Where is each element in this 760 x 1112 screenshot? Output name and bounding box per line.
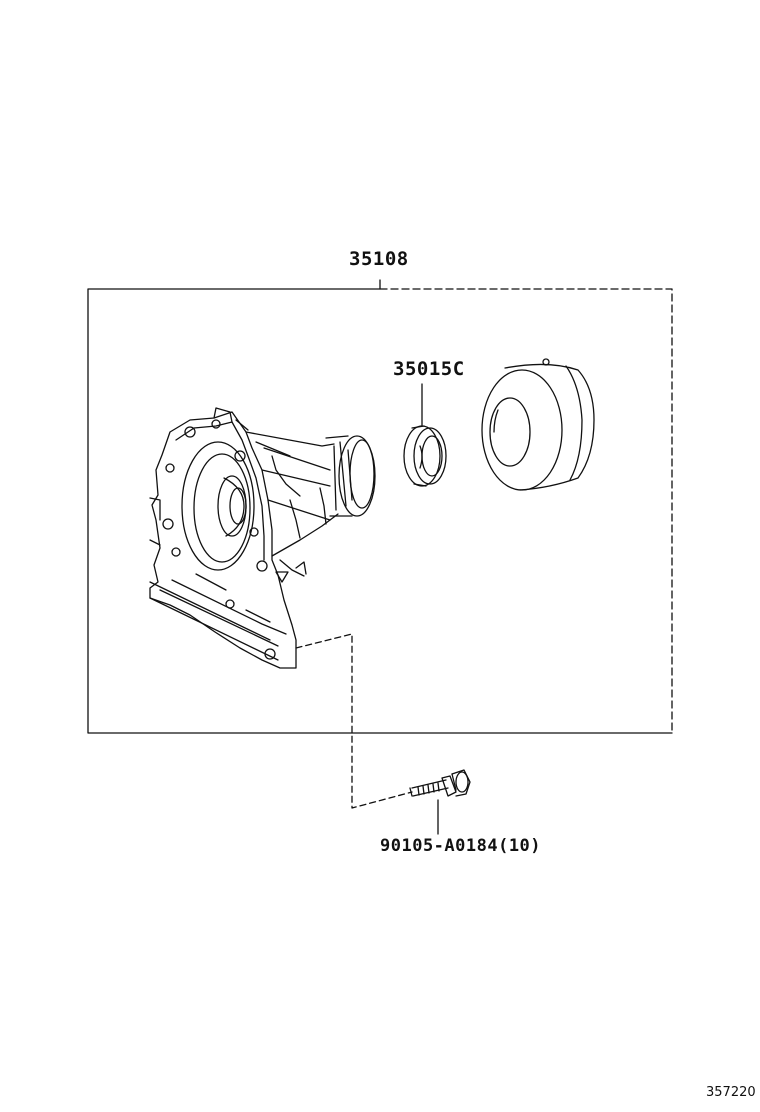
- assembly-part-number: 35108: [349, 248, 409, 270]
- assembly-box-left-edge: [87, 279, 673, 734]
- oil-seal-part-number: 35015C: [393, 358, 465, 380]
- oil-seal: [403, 425, 447, 487]
- illustration-reference-number: 357220: [706, 1085, 756, 1100]
- extension-housing: [149, 407, 376, 669]
- bolt: [409, 769, 471, 797]
- bolt-part-number: 90105-A0184(10): [380, 836, 542, 856]
- dust-cover: [481, 358, 595, 491]
- assembly-box-right-edge: [379, 288, 673, 734]
- bolt-guide-line: [295, 633, 413, 809]
